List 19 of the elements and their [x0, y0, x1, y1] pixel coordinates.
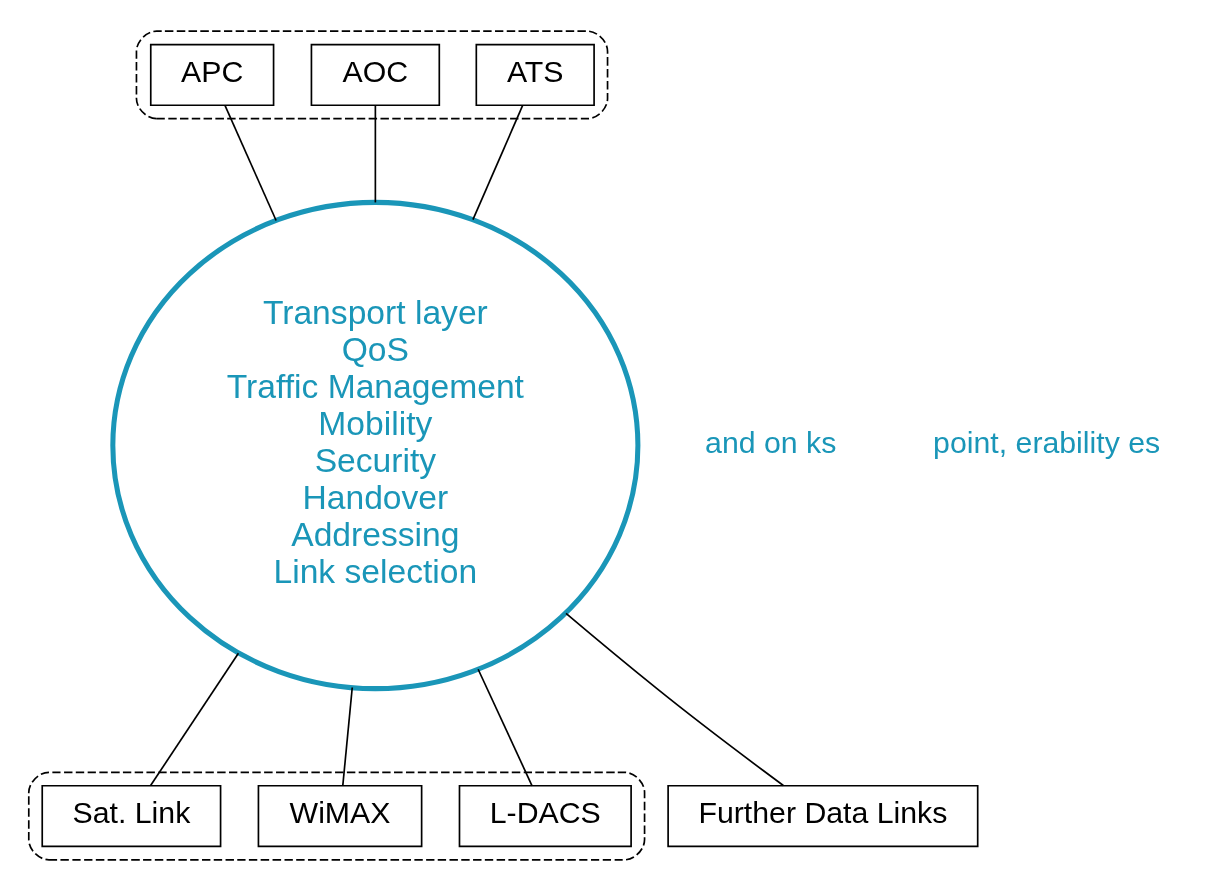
node-box: L-DACS — [458, 784, 632, 848]
node-box: AOC — [310, 43, 441, 107]
cluster — [27, 771, 646, 861]
connector — [224, 104, 277, 222]
connector — [149, 652, 240, 787]
cluster — [135, 30, 609, 120]
connector — [374, 104, 377, 204]
node-box: Sat. Link — [41, 784, 222, 848]
connector — [565, 612, 785, 787]
label: and on ks — [705, 425, 837, 459]
connector — [472, 104, 524, 221]
connector — [477, 668, 533, 787]
node-circle: Transport layer QoS Traffic Management Mobility Security Handover Addressing Link selection — [110, 199, 641, 692]
node-box: APC — [149, 43, 275, 107]
label: point, erability es — [933, 425, 1161, 459]
connector — [341, 686, 354, 787]
node-box: Further Data Links — [667, 784, 979, 848]
node-box: ATS — [475, 43, 595, 107]
node-box: WiMAX — [257, 784, 423, 848]
